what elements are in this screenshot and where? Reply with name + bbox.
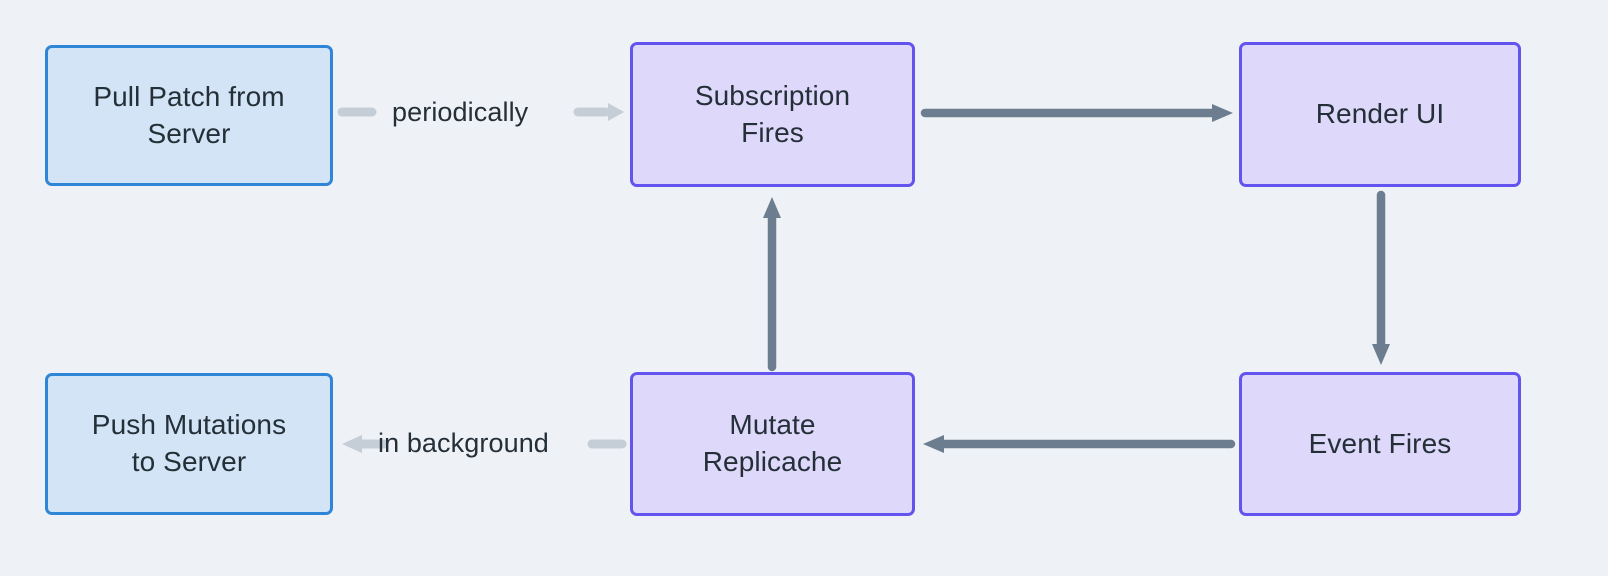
edge-event-mutate xyxy=(922,435,1236,453)
edge-pull-subscription xyxy=(337,103,626,121)
edge-render-event xyxy=(1371,190,1391,366)
node-subscription-fires[interactable]: Subscription Fires xyxy=(630,42,915,187)
node-label: Pull Patch from Server xyxy=(93,80,285,149)
node-label: Render UI xyxy=(1315,98,1445,130)
node-pull-patch-from-server[interactable]: Pull Patch from Server xyxy=(45,45,333,186)
edge-subscription-render xyxy=(920,104,1234,122)
node-label: Event Fires xyxy=(1308,427,1452,459)
edge-label-in-background: in background xyxy=(378,428,549,458)
node-push-mutations-to-server[interactable]: Push Mutations to Server xyxy=(45,373,333,515)
node-label: Push Mutations to Server xyxy=(91,409,287,477)
edge-label-periodically: periodically xyxy=(392,97,529,127)
edge-mutate-subscription xyxy=(762,196,782,372)
node-render-ui[interactable]: Render UI xyxy=(1239,42,1521,187)
node-event-fires[interactable]: Event Fires xyxy=(1239,372,1521,516)
edge-mutate-push xyxy=(340,435,627,453)
node-label: Subscription Fires xyxy=(694,79,851,148)
node-label: Mutate Replicache xyxy=(702,409,843,477)
node-mutate-replicache[interactable]: Mutate Replicache xyxy=(630,372,915,516)
